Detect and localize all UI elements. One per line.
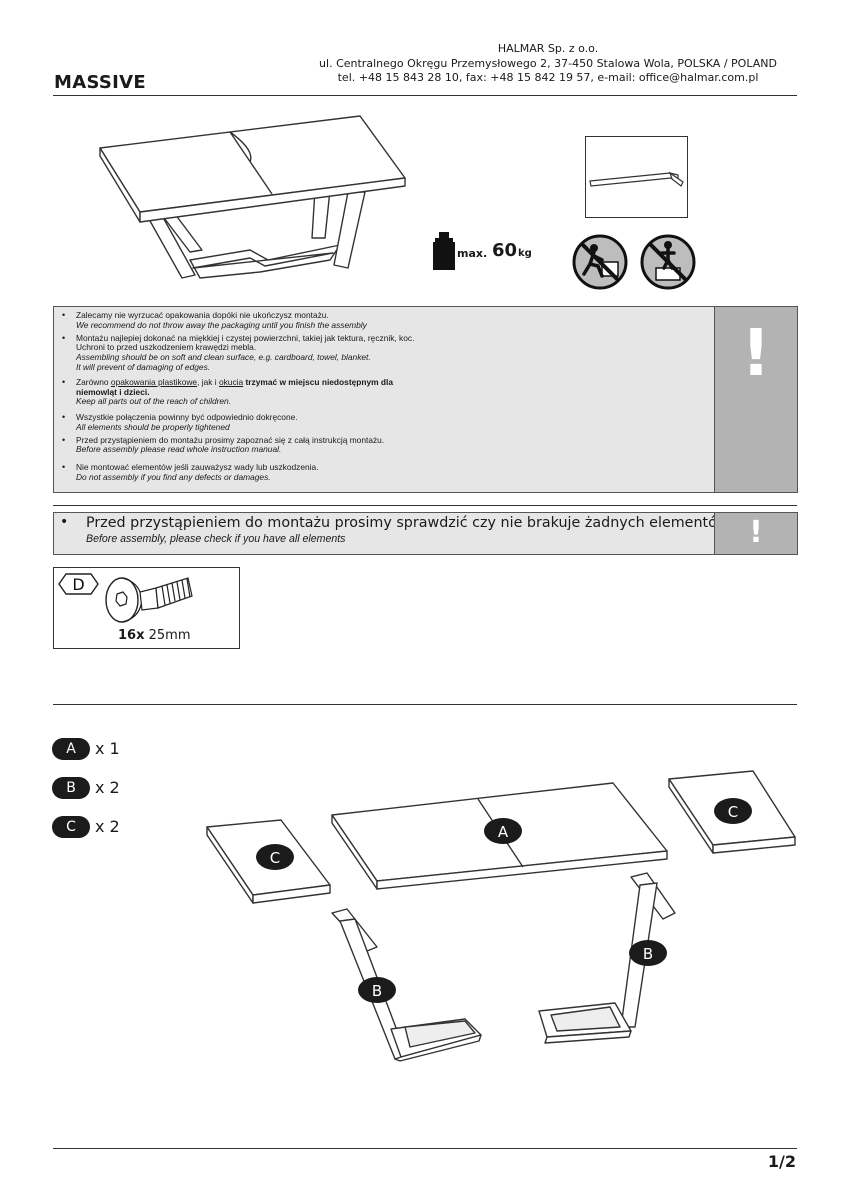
warning-panel: ! <box>714 307 797 492</box>
allen-key-icon <box>589 171 684 187</box>
hardware-quantity: 16x 25mm <box>118 628 191 643</box>
warning-item: Montażu najlepiej dokonać na miękkiej i … <box>58 333 708 372</box>
section-divider <box>53 704 797 705</box>
warning-item: Zalecamy nie wyrzucać opakowania dopóki … <box>58 310 708 330</box>
leg-b-left <box>331 908 482 1062</box>
footer-divider <box>53 1148 797 1149</box>
safety-instructions: Zalecamy nie wyrzucać opakowania dopóki … <box>53 306 798 493</box>
page-number: 1/2 <box>767 1152 796 1171</box>
weight-icon <box>433 232 455 270</box>
check-text-en: Before assembly, please check if you hav… <box>86 533 346 545</box>
exclamation-icon: ! <box>741 317 771 391</box>
warning-item: Zarówno opakowania plastikowe, jak i oku… <box>58 377 708 407</box>
no-climbing-icon <box>572 234 628 290</box>
diagram-label-a: A <box>498 823 509 841</box>
part-badge-c: C <box>52 816 90 838</box>
hardware-illustration: D <box>58 573 193 623</box>
company-address: HALMAR Sp. z o.o. ul. Centralnego Okręgu… <box>308 42 788 86</box>
load-value: 60 <box>492 240 518 261</box>
section-divider <box>53 505 797 506</box>
hardware-box: D 16x 25mm <box>53 567 240 649</box>
check-bullet: • <box>60 514 69 530</box>
diagram-label-c-left: C <box>270 849 280 867</box>
no-standing-icon <box>640 234 696 290</box>
company-street: ul. Centralnego Okręgu Przemysłowego 2, … <box>319 56 777 70</box>
tool-box <box>585 136 688 218</box>
part-count-b: x 2 <box>95 778 120 797</box>
load-unit: kg <box>518 248 532 259</box>
check-text-pl: Przed przystąpieniem do montażu prosimy … <box>86 515 732 531</box>
diagram-badges: C A C B B <box>256 798 752 1003</box>
diagram-label-c-right: C <box>728 803 738 821</box>
company-name: HALMAR Sp. z o.o. <box>497 42 599 55</box>
hardware-label: D <box>72 575 84 594</box>
exclamation-icon: ! <box>749 515 763 550</box>
warning-item: Wszystkie połączenia powinny być odpowie… <box>58 412 708 432</box>
load-prefix: max. <box>457 247 488 260</box>
check-warning-panel: ! <box>714 513 797 554</box>
part-badge-a: A <box>52 738 90 760</box>
parts-check-notice: • Przed przystąpieniem do montażu prosim… <box>53 512 798 555</box>
part-count-a: x 1 <box>95 739 120 758</box>
diagram-label-b-left: B <box>372 982 382 1000</box>
diagram-label-b-right: B <box>643 945 653 963</box>
assembled-table-illustration <box>99 115 406 279</box>
part-count-c: x 2 <box>95 817 120 836</box>
header-divider <box>53 95 797 96</box>
part-badge-b: B <box>52 777 90 799</box>
company-contact: tel. +48 15 843 28 10, fax: +48 15 842 1… <box>337 71 759 84</box>
warning-item: Przed przystąpieniem do montażu prosimy … <box>58 435 708 455</box>
parts-exploded-illustration: C A C B B <box>206 770 796 1062</box>
product-name: MASSIVE <box>54 72 146 93</box>
warning-item: Nie montować elementów jeśli zauważysz w… <box>58 462 708 482</box>
